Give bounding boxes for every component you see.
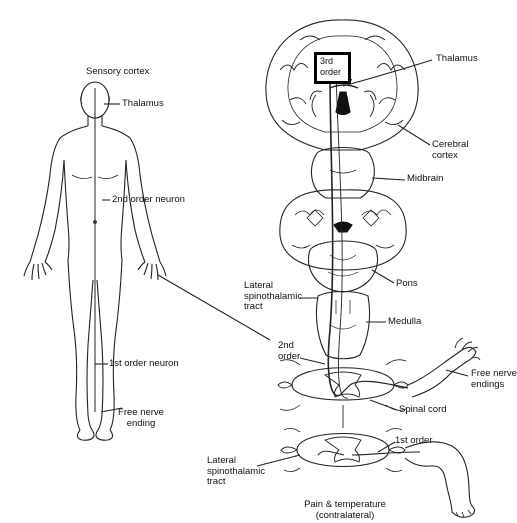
- label-cerebral-cortex-line2: cortex: [432, 151, 468, 162]
- label-free-nerve-endings-right: Free nerve endings: [471, 369, 517, 390]
- label-lst-upper-line3: tract: [244, 302, 302, 313]
- label-lst-lower-line1: Lateral: [207, 456, 265, 467]
- label-second-order-line1: 2nd: [278, 341, 300, 352]
- label-cerebral-cortex: Cerebral cortex: [432, 140, 468, 161]
- label-first-order-neuron: 1st order neuron: [109, 359, 179, 370]
- label-lateral-spinothalamic-tract-lower: Lateral spinothalamic tract: [207, 456, 265, 488]
- label-third-order-line2: order: [320, 67, 341, 78]
- arm-drawing: [408, 338, 480, 397]
- label-lst-upper-line1: Lateral: [244, 281, 302, 292]
- label-free-nerve-ending-left-line1: Free nerve: [113, 408, 169, 419]
- caption-pain-temperature: Pain & temperature (contralateral): [300, 500, 390, 521]
- pons-cerebellum-section: [280, 190, 406, 292]
- label-pons: Pons: [396, 279, 418, 290]
- label-spinal-cord: Spinal cord: [399, 405, 447, 416]
- human-figure: [24, 82, 270, 440]
- label-sensory-cortex: Sensory cortex: [86, 67, 149, 78]
- label-second-order: 2nd order: [278, 341, 300, 362]
- spinal-cord-upper: [278, 360, 408, 411]
- label-second-order-neuron: 2nd order neuron: [112, 195, 185, 206]
- label-free-nerve-endings-right-line1: Free nerve: [471, 369, 517, 380]
- label-free-nerve-endings-right-line2: endings: [471, 380, 517, 391]
- caption-line1: Pain & temperature: [300, 500, 390, 511]
- label-free-nerve-ending-left: Free nerve ending: [113, 408, 169, 429]
- label-third-order-line1: 3rd: [320, 56, 341, 67]
- label-free-nerve-ending-left-line2: ending: [113, 419, 169, 430]
- brain-section: [266, 20, 418, 150]
- leg-drawing: [405, 442, 475, 518]
- label-thalamus-left: Thalamus: [122, 99, 164, 110]
- label-second-order-line2: order: [278, 352, 300, 363]
- label-medulla: Medulla: [388, 317, 421, 328]
- label-thalamus-right: Thalamus: [436, 54, 478, 65]
- spinal-cord-lower: [281, 405, 405, 472]
- label-lst-lower-line3: tract: [207, 477, 265, 488]
- label-lateral-spinothalamic-tract-upper: Lateral spinothalamic tract: [244, 281, 302, 313]
- medulla-section: [316, 292, 369, 359]
- label-first-order: 1st order: [395, 436, 433, 447]
- label-third-order: 3rd order: [320, 56, 341, 77]
- caption-line2: (contralateral): [300, 511, 390, 522]
- label-cerebral-cortex-line1: Cerebral: [432, 140, 468, 151]
- label-midbrain: Midbrain: [407, 174, 443, 185]
